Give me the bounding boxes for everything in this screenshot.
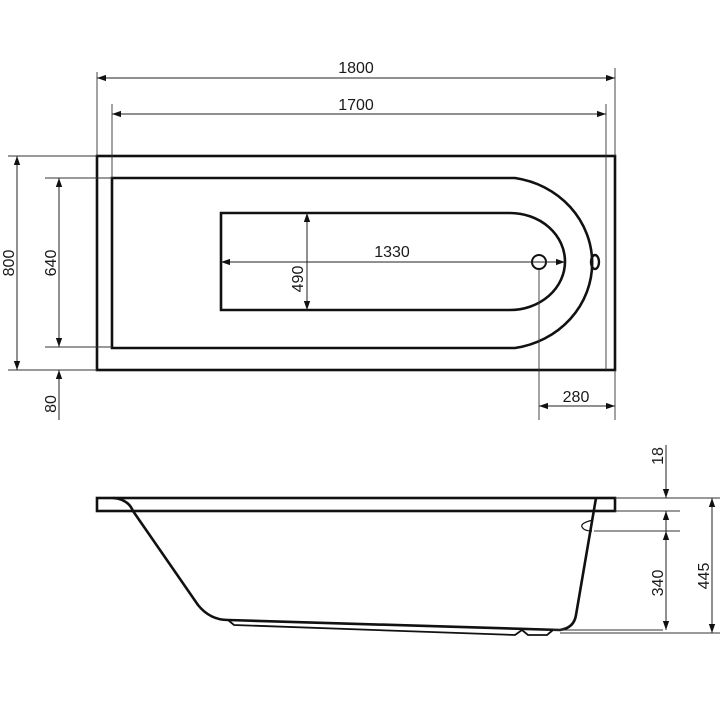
dim-overall-length: 1800 [338,60,374,77]
dim-rim-thickness: 18 [650,447,667,465]
side-rim [95,496,617,513]
side-overflow-icon [581,519,594,532]
dim-inner-rim-width: 640 [43,250,60,277]
side-view: 18 340 445 [95,445,720,636]
dim-total-height: 445 [696,563,713,590]
side-body [112,496,598,632]
outer-rim-outline [95,154,617,372]
dim-basin-length: 1330 [374,244,410,261]
side-feet [227,619,554,636]
dim-drain-offset: 280 [563,389,590,406]
top-view: 1800 1700 800 640 80 1330 490 280 [1,60,617,420]
inner-rim-outline [110,176,594,350]
dim-overall-width: 800 [1,250,18,277]
dim-depth-to-overflow: 340 [650,570,667,597]
overflow-icon [589,253,601,271]
dim-inner-rim-length: 1700 [338,97,374,114]
dim-basin-width: 490 [290,266,307,293]
dim-rim-offset: 80 [43,395,60,413]
